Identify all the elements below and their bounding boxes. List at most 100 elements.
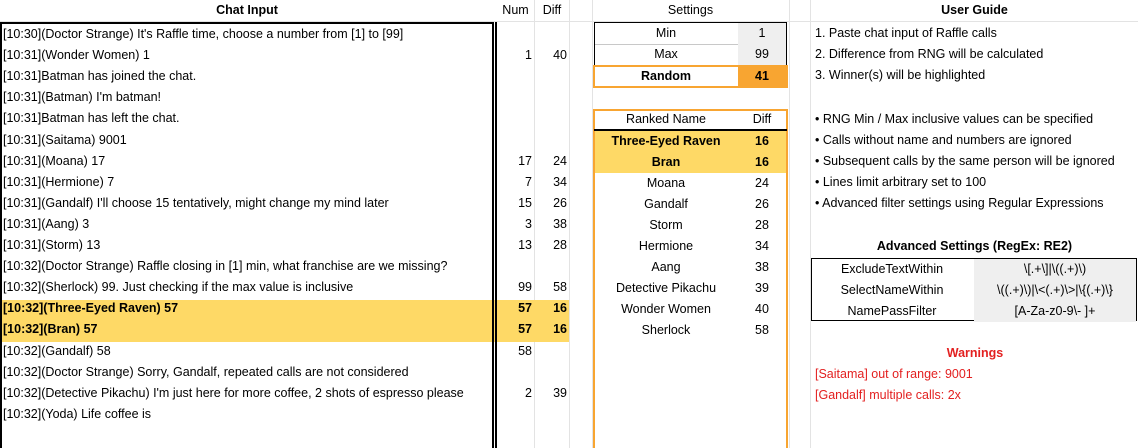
regex-setting-label: NamePassFilter — [847, 304, 937, 318]
chat-num: 15 — [518, 196, 532, 210]
chat-message: [10:32](Doctor Strange) Raffle closing i… — [3, 259, 448, 273]
chat-message: [10:31](Batman) I'm batman! — [3, 90, 162, 104]
ranked-name: Hermione — [638, 239, 694, 253]
chat-diff: 26 — [553, 196, 567, 210]
advanced-settings-title: Advanced Settings (RegEx: RE2) — [876, 239, 1073, 253]
chat-message: [10:32](Three-Eyed Raven) 57 — [3, 301, 179, 315]
winner-highlight — [595, 152, 786, 173]
chat-diff — [536, 362, 567, 383]
chat-diff: 38 — [553, 217, 567, 231]
ranked-diff: 34 — [755, 239, 769, 253]
chat-num — [497, 108, 532, 129]
winner-row-highlight — [0, 300, 569, 321]
chat-num — [497, 256, 532, 277]
chat-diff: 16 — [553, 301, 567, 315]
guide-note: • Lines limit arbitrary set to 100 — [815, 175, 987, 189]
chat-message: [10:32](Sherlock) 99. Just checking if t… — [3, 280, 354, 294]
ranked-box — [593, 109, 788, 448]
regex-setting-label: ExcludeTextWithin — [840, 262, 944, 276]
divider — [595, 44, 786, 45]
min-input[interactable]: 1 — [738, 23, 786, 44]
ranked-name: Sherlock — [641, 323, 691, 337]
chat-num: 99 — [518, 280, 532, 294]
chat-diff: 24 — [553, 154, 567, 168]
warning-item: [Saitama] out of range: 9001 — [815, 367, 973, 381]
chat-diff — [536, 256, 567, 277]
random-label: Random — [641, 69, 691, 83]
regex-setting-input[interactable]: \((.+)\)|\<(.+)\>|\{(.+)\} — [974, 280, 1136, 301]
ranked-name: Moana — [646, 176, 686, 190]
ranked-name-header: Ranked Name — [626, 112, 706, 126]
chat-message: [10:31](Hermione) 7 — [3, 175, 115, 189]
chat-num — [497, 24, 532, 45]
chat-diff: 16 — [553, 322, 567, 336]
ranked-diff: 40 — [755, 302, 769, 316]
ranked-diff: 28 — [755, 218, 769, 232]
ranked-name: Bran — [651, 155, 681, 169]
chat-message: [10:31]Batman has joined the chat. — [3, 69, 197, 83]
ranked-diff: 38 — [755, 260, 769, 274]
warnings-title: Warnings — [946, 346, 1004, 360]
ranked-diff-header: Diff — [752, 112, 772, 126]
chat-diff — [536, 24, 567, 45]
chat-message: [10:30](Doctor Strange) It's Raffle time… — [3, 27, 404, 41]
random-box — [593, 65, 788, 88]
chat-message: [10:32](Gandalf) 58 — [3, 344, 111, 358]
chat-num: 13 — [518, 238, 532, 252]
chat-num: 17 — [518, 154, 532, 168]
chat-num: 2 — [525, 386, 532, 400]
chat-diff: 58 — [553, 280, 567, 294]
grid-line — [0, 21, 1138, 22]
max-input[interactable]: 99 — [738, 44, 786, 65]
guide-note: • RNG Min / Max inclusive values can be … — [815, 112, 1094, 126]
chat-input-area[interactable] — [0, 22, 494, 448]
guide-step: 1. Paste chat input of Raffle calls — [815, 26, 997, 40]
chat-num — [497, 404, 532, 425]
chat-input-header: Chat Input — [216, 3, 278, 17]
guide-step: 3. Winner(s) will be highlighted — [815, 68, 986, 82]
chat-message: [10:31]Batman has left the chat. — [3, 111, 180, 125]
chat-diff — [536, 87, 567, 108]
winner-row-highlight — [0, 321, 569, 342]
chat-message: [10:32](Bran) 57 — [3, 322, 98, 336]
regex-setting-input[interactable]: [A-Za-z0-9\- ]+ — [974, 301, 1136, 322]
min-label: Min — [655, 26, 677, 40]
warning-item: [Gandalf] multiple calls: 2x — [815, 388, 961, 402]
regex-setting-input[interactable]: \[.+\]|\((.+)\) — [974, 259, 1136, 280]
ranked-name: Wonder Women — [621, 302, 711, 316]
chat-num: 3 — [525, 217, 532, 231]
grid-line — [810, 0, 811, 448]
ranked-name: Gandalf — [644, 197, 688, 211]
guide-note: • Advanced filter settings using Regular… — [815, 196, 1104, 210]
guide-step: 2. Difference from RNG will be calculate… — [815, 47, 1044, 61]
chat-diff — [536, 66, 567, 87]
ranked-name: Aang — [651, 260, 681, 274]
chat-num: 58 — [518, 344, 532, 358]
chat-num: 1 — [525, 48, 532, 62]
chat-message: [10:31](Gandalf) I'll choose 15 tentativ… — [3, 196, 389, 210]
chat-diff: 34 — [553, 175, 567, 189]
chat-message: [10:32](Doctor Strange) Sorry, Gandalf, … — [3, 365, 409, 379]
guide-note: • Calls without name and numbers are ign… — [815, 133, 1072, 147]
chat-diff — [536, 108, 567, 129]
chat-message: [10:32](Detective Pikachu) I'm just here… — [3, 386, 464, 400]
chat-diff — [536, 130, 567, 151]
ranked-header-underline — [594, 129, 787, 131]
chat-diff: 28 — [553, 238, 567, 252]
ranked-diff: 24 — [755, 176, 769, 190]
regex-setting-label: SelectNameWithin — [840, 283, 944, 297]
diff-header: Diff — [542, 3, 562, 17]
chat-num: 57 — [518, 322, 532, 336]
ranked-name: Three-Eyed Raven — [611, 134, 721, 148]
chat-num: 7 — [525, 175, 532, 189]
random-value: 41 — [738, 67, 786, 86]
chat-message: [10:31](Saitama) 9001 — [3, 133, 127, 147]
chat-diff: 39 — [553, 386, 567, 400]
chat-num — [497, 130, 532, 151]
ranked-diff: 16 — [755, 134, 769, 148]
chat-diff: 40 — [553, 48, 567, 62]
winner-highlight — [595, 131, 786, 152]
chat-message: [10:32](Yoda) Life coffee is — [3, 407, 152, 421]
chat-diff — [536, 404, 567, 425]
chat-message: [10:31](Wonder Women) 1 — [3, 48, 150, 62]
